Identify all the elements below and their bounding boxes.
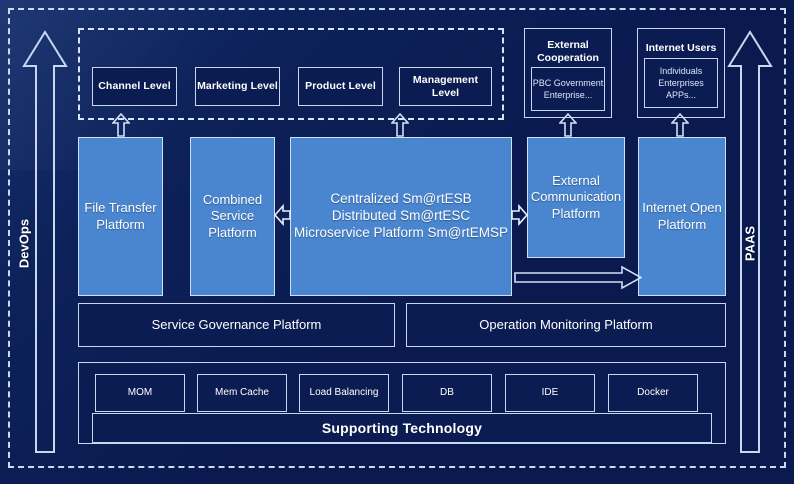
level-box-channel[interactable]: Channel Level — [92, 67, 177, 106]
platform-esb-esc-emsp-label: Centralized Sm@rtESB Distributed Sm@rtES… — [294, 191, 508, 240]
up-arrow-management — [391, 113, 409, 137]
platform-internet-open[interactable]: Internet Open Platform — [638, 137, 726, 296]
up-arrow-channel — [112, 113, 130, 137]
platform-internet-open-label: Internet Open Platform — [642, 200, 722, 232]
platform-combined-service-label: Combined Service Platform — [202, 192, 263, 240]
tech-box-db[interactable]: DB — [402, 374, 492, 412]
level-box-marketing[interactable]: Marketing Level — [195, 67, 280, 106]
tech-box-mom[interactable]: MOM — [95, 374, 185, 412]
tech-box-docker[interactable]: Docker — [608, 374, 698, 412]
supporting-technology-bar: Supporting Technology — [92, 413, 712, 443]
devops-pillar-arrow — [22, 28, 68, 456]
up-arrow-external-cooperation — [559, 113, 577, 137]
tech-box-load-balancing[interactable]: Load Balancing — [299, 374, 389, 412]
platform-external-communication-label: External Communication Platform — [530, 173, 622, 221]
level-box-product[interactable]: Product Level — [298, 67, 383, 106]
business-levels-group — [78, 28, 504, 120]
actor-internet-users-title: Internet Users — [645, 42, 717, 55]
actor-external-cooperation[interactable]: External Cooperation PBC Government Ente… — [524, 28, 612, 118]
up-arrow-internet-users — [671, 113, 689, 137]
devops-pillar-label: DevOps — [16, 218, 32, 269]
paas-pillar-label: PAAS — [742, 225, 758, 262]
platform-file-transfer[interactable]: File Transfer Platform — [78, 137, 163, 296]
platform-combined-service[interactable]: Combined Service Platform — [190, 137, 275, 296]
long-arrow-esb-to-internet-open — [514, 265, 642, 290]
outer-boundary — [8, 8, 786, 468]
actor-internet-users-detail: Individuals Enterprises APPs... — [644, 57, 718, 108]
governance-operation-monitoring[interactable]: Operation Monitoring Platform — [406, 303, 726, 347]
actor-external-cooperation-title: External Cooperation — [537, 38, 599, 64]
governance-service-platform[interactable]: Service Governance Platform — [78, 303, 395, 347]
actor-external-cooperation-detail: PBC Government Enterprise... — [531, 67, 605, 112]
left-arrow-to-combined-service — [274, 203, 291, 227]
level-box-management[interactable]: Management Level — [399, 67, 492, 106]
actor-internet-users[interactable]: Internet Users Individuals Enterprises A… — [637, 28, 725, 118]
platform-external-communication[interactable]: External Communication Platform — [527, 137, 625, 258]
platform-esb-esc-emsp[interactable]: Centralized Sm@rtESB Distributed Sm@rtES… — [290, 137, 512, 296]
tech-box-mem-cache[interactable]: Mem Cache — [197, 374, 287, 412]
tech-box-ide[interactable]: IDE — [505, 374, 595, 412]
paas-pillar-arrow — [727, 28, 773, 456]
right-arrow-to-external-communication — [511, 203, 528, 227]
platform-file-transfer-label: File Transfer Platform — [84, 200, 157, 232]
